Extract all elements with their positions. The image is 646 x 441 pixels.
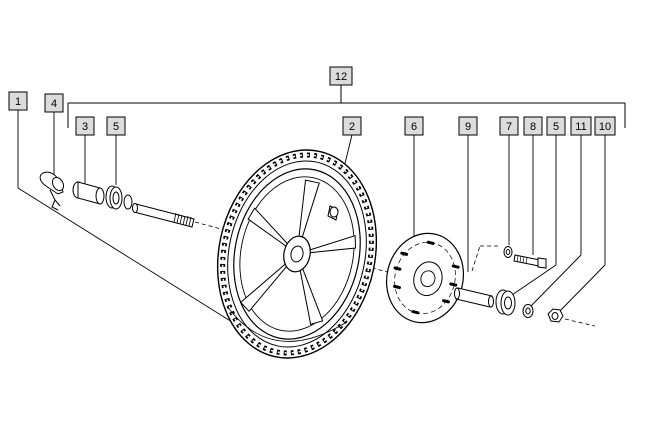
- callout-5-left: 5: [106, 116, 126, 136]
- nut-part: [547, 308, 564, 323]
- callout-8-label: 8: [530, 121, 536, 133]
- callout-9-label: 9: [465, 121, 471, 133]
- callout-1-label: 1: [15, 96, 21, 108]
- callout-1: 1: [8, 91, 28, 111]
- callout-4-label: 4: [51, 98, 57, 110]
- callout-5-right: 5: [546, 116, 566, 136]
- leader-10-diag: [555, 264, 606, 316]
- rim-spokes: [239, 179, 357, 326]
- callout-12: 12: [329, 66, 353, 86]
- leader-5b-diag: [511, 264, 557, 296]
- washer-part: [503, 246, 513, 258]
- callout-10-label: 10: [599, 121, 611, 133]
- callout-12-label: 12: [335, 71, 347, 83]
- bearing-left-part: [105, 185, 133, 210]
- bearing-right-part: [495, 289, 516, 316]
- brake-disc-part: [385, 232, 465, 324]
- seal-part: [522, 304, 534, 318]
- callout-6: 6: [404, 116, 424, 136]
- axle-shaft-part: [132, 203, 195, 228]
- spacer-part: [72, 181, 105, 205]
- callout-3-label: 3: [82, 121, 88, 133]
- callout-5-left-label: 5: [113, 121, 119, 133]
- leader-lines: [17, 110, 606, 323]
- valve-part: [327, 205, 339, 221]
- callout-3: 3: [75, 116, 95, 136]
- quick-release-lever-part: [39, 171, 65, 211]
- callout-11-label: 11: [575, 121, 586, 133]
- callout-11: 11: [570, 116, 592, 136]
- callout-7-label: 7: [506, 121, 512, 133]
- callout-10: 10: [594, 116, 616, 136]
- callout-2-label: 2: [349, 121, 355, 133]
- leader-11-diag: [530, 254, 582, 307]
- callout-7: 7: [499, 116, 519, 136]
- callout-boxes: 1 4 3 5 12 2 6 9: [8, 66, 616, 136]
- callout-5-right-label: 5: [553, 121, 559, 133]
- callout-6-label: 6: [411, 121, 417, 133]
- spacer-tube-part: [454, 287, 494, 308]
- callout-9: 9: [458, 116, 478, 136]
- bolt-part: [513, 254, 547, 269]
- callout-2: 2: [342, 116, 362, 136]
- wheel-assembly-part: [216, 149, 378, 359]
- leader-1-diag: [17, 187, 233, 323]
- callout-4: 4: [44, 93, 64, 113]
- assembly-bracket-12: [67, 85, 626, 128]
- callout-8: 8: [523, 116, 543, 136]
